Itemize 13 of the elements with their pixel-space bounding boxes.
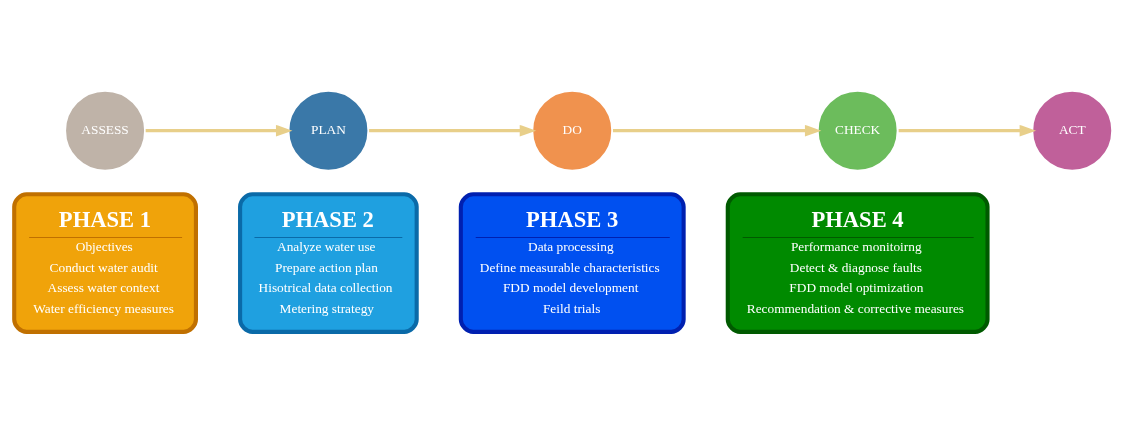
node-box: PHASE 2 Analyze water use Prepare action plan Hisotrical data collection Metering strategy (238, 191, 419, 334)
node-circle: PLAN (286, 88, 371, 173)
node-box: PHASE 4 Performance monitoirng Detect & diagnose faults FDD model optimization Recommendation & corrective measures (725, 191, 990, 334)
node-circle: DO (530, 88, 615, 173)
arrow (612, 124, 822, 136)
arrow (145, 124, 293, 136)
node-box: PHASE 1 Objectives Conduct water audit Assess water context Water efficiency measures (12, 191, 198, 334)
node-circle: CHECK (815, 88, 900, 173)
arrow (369, 124, 537, 136)
node-box: PHASE 3 Data processing Define measurable characteristics FDD model development Feild trials (458, 191, 686, 334)
node-circle: ASSESS (63, 88, 148, 173)
arrow (898, 124, 1037, 136)
node-circle: ACT (1030, 88, 1115, 173)
